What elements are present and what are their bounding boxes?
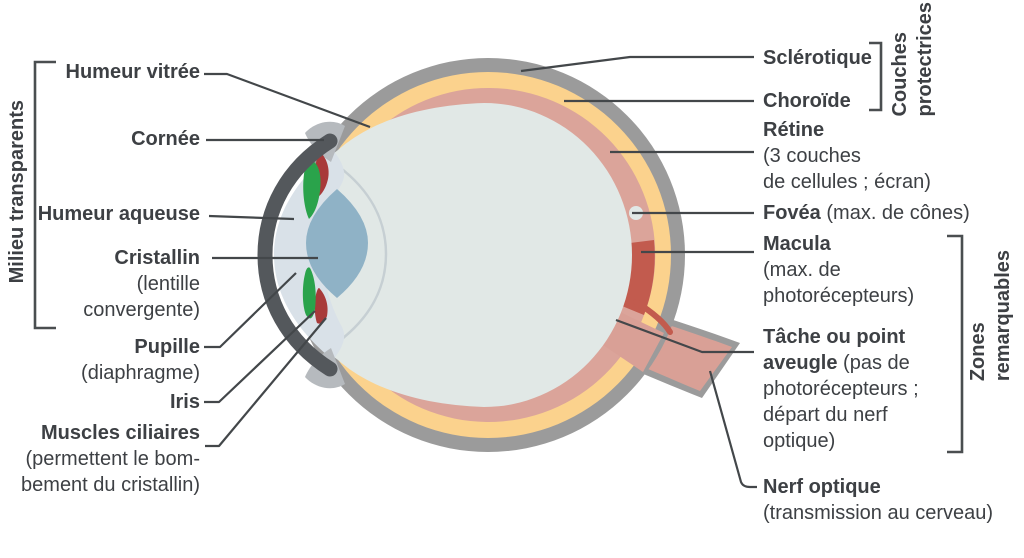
label-text: Pupille — [134, 336, 200, 358]
label-sclerotique: Sclérotique — [763, 45, 872, 71]
label-text: Humeur vitrée — [65, 61, 201, 83]
label-text: Muscles ciliaires — [41, 422, 200, 444]
label-detail: (transmission au cerveau) — [763, 502, 994, 524]
label-tache-aveugle: Tâche ou point aveugle (pas de photoréce… — [763, 324, 919, 454]
leader-line-nerf-optique — [708, 370, 757, 489]
label-nerf-optique: Nerf optique (transmission au cerveau) — [763, 474, 993, 526]
label-text: Cristallin — [114, 247, 200, 269]
label-text: Zones — [967, 322, 989, 382]
leader-line-humeur-vitree — [204, 72, 371, 129]
label-retine: Rétine (3 couches de cellules ; écran) — [763, 117, 931, 195]
label-detail: photorécepteurs ; — [763, 378, 919, 400]
leader-line-pupille — [204, 272, 297, 349]
label-fovea: Fovéa (max. de cônes) — [763, 200, 970, 226]
label-detail: (permettent le bom- — [25, 448, 200, 470]
label-choroide: Choroïde — [763, 88, 851, 114]
label-detail: (3 couches — [763, 145, 861, 167]
label-detail: (diaphragme) — [81, 362, 200, 384]
blind-spot-rim — [633, 299, 673, 335]
bracket-couches-protectrices — [869, 41, 883, 112]
label-text: Rétine — [763, 119, 825, 141]
macula-region — [622, 240, 655, 315]
label-text: Milieu transparents — [6, 100, 28, 284]
leader-line-sclerotique — [520, 55, 754, 73]
vitreous-body — [284, 103, 632, 407]
label-humeur-aqueuse: Humeur aqueuse — [0, 201, 200, 227]
bracket-zones-remarquables — [947, 234, 964, 454]
label-detail: convergente) — [83, 299, 200, 321]
label-muscles-ciliaires: Muscles ciliaires (permettent le bom- be… — [0, 420, 200, 498]
group-label-milieu-transparents: Milieu transparents — [5, 100, 30, 283]
ciliary-muscle-top — [303, 160, 321, 219]
label-detail: (max. de cônes) — [820, 202, 970, 224]
label-detail: (pas de — [837, 352, 910, 374]
bracket-milieu-transparents — [33, 60, 56, 330]
leader-line-humeur-aqueuse — [208, 214, 295, 221]
lens-capsule-line — [337, 165, 388, 343]
label-detail: de cellules ; écran) — [763, 171, 931, 193]
label-detail: bement du cristallin) — [21, 474, 200, 496]
label-detail: optique) — [763, 430, 836, 452]
iris-bottom — [314, 287, 328, 324]
label-text: Humeur aqueuse — [37, 203, 200, 225]
label-text: Iris — [169, 391, 200, 413]
label-text: Couches — [889, 32, 911, 117]
label-text: Nerf optique — [763, 476, 881, 498]
label-detail: photorécepteurs) — [763, 285, 915, 307]
lens — [306, 189, 368, 298]
label-macula: Macula (max. de photorécepteurs) — [763, 231, 914, 309]
label-iris: Iris — [0, 389, 200, 415]
label-text: Choroïde — [763, 90, 851, 112]
label-detail: (max. de — [763, 259, 841, 281]
label-detail: (lentille — [136, 273, 200, 295]
label-text: protectrices — [914, 2, 936, 117]
label-text: Cornée — [131, 128, 200, 150]
ciliary-muscle-bottom — [302, 267, 316, 319]
label-cornee: Cornée — [0, 126, 200, 152]
leader-line-tache-aveugle — [615, 318, 754, 354]
label-text: remarquables — [992, 250, 1014, 382]
group-label-couches-protectrices: Couches protectrices — [888, 2, 938, 117]
group-label-zones-remarquables: Zones remarquables — [966, 250, 1016, 381]
label-text: Fovéa — [763, 202, 821, 224]
label-pupille: Pupille (diaphragme) — [0, 334, 200, 386]
label-humeur-vitree: Humeur vitrée — [0, 59, 201, 85]
leader-line-iris — [204, 310, 316, 404]
label-detail: départ du nerf — [763, 404, 888, 426]
label-text: Sclérotique — [763, 47, 872, 69]
label-text: aveugle — [763, 352, 838, 374]
label-text: Tâche ou point — [763, 326, 906, 348]
leader-line-muscles-ciliaires — [205, 317, 327, 448]
cornea — [257, 133, 338, 377]
label-cristallin: Cristallin (lentille convergente) — [0, 245, 200, 323]
label-text: Macula — [763, 233, 831, 255]
